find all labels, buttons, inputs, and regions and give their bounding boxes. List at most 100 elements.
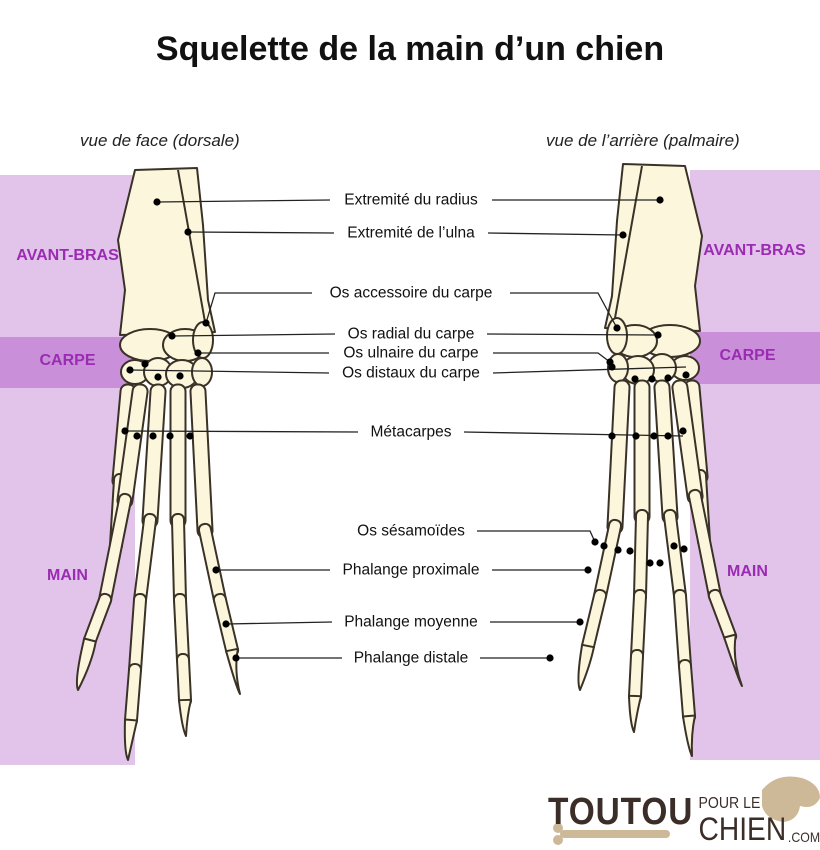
leader-line: [225, 621, 333, 625]
marker-dot: [186, 432, 194, 440]
page-title: Squelette de la main d’un chien: [155, 30, 665, 68]
marker-dot: [656, 559, 664, 567]
digit-bone-left: [169, 383, 187, 529]
label-distal-carpals: Os distaux du carpe: [339, 364, 483, 382]
forearm-right: [604, 163, 703, 332]
marker-dot: [168, 332, 176, 340]
leader-line: [129, 369, 330, 374]
label-metacarpals: Métacarpes: [367, 423, 455, 441]
ulna-outline-left: [177, 169, 206, 323]
marker-dot: [584, 566, 592, 574]
marker-dot: [133, 432, 141, 440]
marker-dot: [126, 366, 134, 374]
label-middle-phalanx: Phalange moyenne: [341, 613, 481, 631]
marker-dot: [222, 620, 230, 628]
marker-dot: [670, 542, 678, 550]
brand-logo: TOUTOU POUR LE CHIEN .COM: [548, 776, 820, 846]
digit-bone-left: [175, 652, 193, 708]
label-radius: Extremité du radius: [341, 191, 481, 209]
marker-dot: [679, 427, 687, 435]
label-ulnar-carpal: Os ulnaire du carpe: [340, 344, 482, 362]
claw-right: [577, 643, 595, 691]
marker-dot: [212, 566, 220, 574]
label-proximal-phalanx: Phalange proximale: [339, 561, 483, 579]
digit-bone-right: [662, 508, 688, 604]
claw-right: [628, 694, 642, 733]
logo-right-part: POUR LE CHIEN .COM: [699, 795, 820, 846]
claw-left: [123, 718, 138, 761]
marker-dot: [149, 432, 157, 440]
leader-line: [463, 431, 684, 437]
digit-bone-left: [170, 512, 188, 608]
digit-bone-right: [632, 508, 650, 604]
marker-dot: [613, 324, 621, 332]
claw-left: [178, 698, 192, 737]
region-hand-right: MAIN: [727, 563, 768, 580]
carpal-bone-left: [191, 357, 213, 387]
band-carpus-right: [690, 332, 820, 384]
marker-dot: [600, 542, 608, 550]
view-label-palmar: vue de l’arrière (palmaire): [546, 131, 740, 150]
marker-dot: [631, 375, 639, 383]
marker-dot: [121, 427, 129, 435]
dog-bone-logo-icon: [553, 776, 820, 845]
region-forearm-left: AVANT-BRAS: [16, 247, 119, 264]
label-ulna: Extremité de l’ulna: [344, 224, 478, 242]
logo-brand: TOUTOU: [548, 791, 694, 833]
digit-bone-right: [580, 588, 608, 654]
label-accessory-carpal: Os accessoire du carpe: [326, 284, 496, 302]
marker-dot: [619, 231, 627, 239]
marker-dot: [650, 432, 658, 440]
marker-dot: [664, 432, 672, 440]
digit-bone-right: [627, 648, 645, 704]
marker-dot: [232, 654, 240, 662]
marker-dot: [176, 372, 184, 380]
leader-line: [510, 292, 618, 329]
leader-line: [171, 333, 336, 337]
marker-dot: [608, 363, 616, 371]
digit-bone-left: [132, 512, 158, 608]
leader-line: [187, 231, 335, 234]
marker-dot: [576, 618, 584, 626]
leader-line: [492, 366, 687, 374]
digit-bone-left: [189, 383, 214, 539]
band-forearm-left: [0, 175, 135, 337]
marker-dot: [202, 319, 210, 327]
region-hand-left: MAIN: [47, 567, 88, 584]
marker-dot: [646, 559, 654, 567]
digit-bone-right: [606, 379, 631, 535]
marker-dot: [680, 545, 688, 553]
marker-dot: [591, 538, 599, 546]
label-sesamoids: Os sésamoïdes: [354, 522, 468, 540]
marker-dot: [153, 198, 161, 206]
marker-dot: [154, 373, 162, 381]
marker-dot: [664, 374, 672, 382]
forearm-left: [117, 167, 216, 336]
claw-left: [75, 637, 97, 691]
marker-dot: [656, 196, 664, 204]
marker-dot: [626, 547, 634, 555]
leader-line: [487, 232, 624, 236]
leader-line: [493, 352, 611, 363]
leader-line: [156, 199, 331, 203]
leader-line: [486, 333, 659, 336]
logo-chien: CHIEN: [698, 811, 787, 847]
marker-dot: [682, 371, 690, 379]
band-carpus-left: [0, 337, 135, 388]
marker-dot: [184, 228, 192, 236]
marker-dot: [648, 375, 656, 383]
marker-dot: [632, 432, 640, 440]
view-label-dorsal: vue de face (dorsale): [80, 131, 240, 150]
logo-pour: POUR LE: [698, 795, 761, 812]
region-forearm-right: AVANT-BRAS: [703, 242, 806, 259]
carpal-bone-right: [606, 317, 628, 355]
leader-line: [205, 292, 312, 324]
region-carpus-right: CARPE: [719, 347, 776, 364]
logo-chien-row: CHIEN .COM: [699, 812, 820, 846]
digit-bone-right: [633, 379, 651, 525]
leader-line: [124, 430, 359, 433]
claw-right: [682, 714, 696, 757]
ulna-outline-right: [614, 165, 643, 319]
